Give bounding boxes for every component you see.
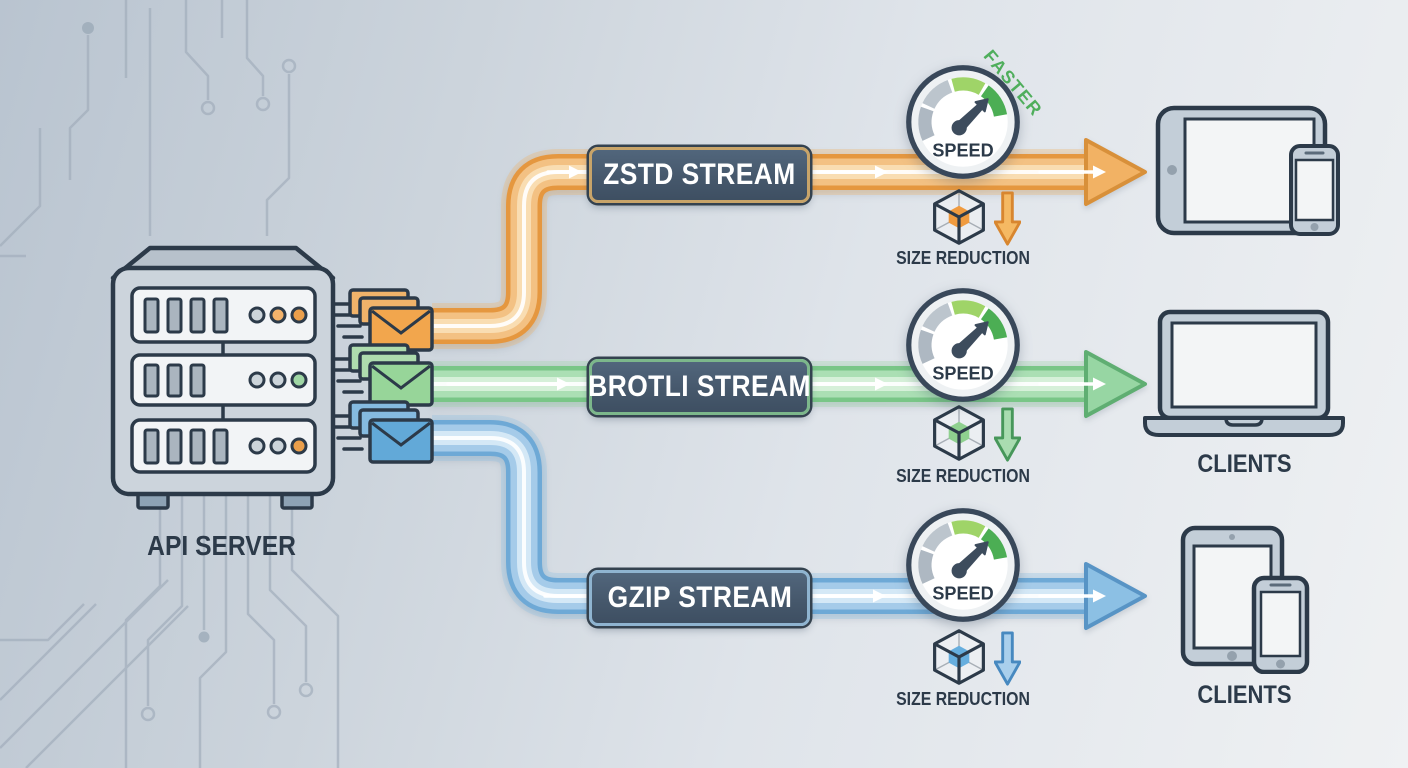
- server-label: API SERVER: [147, 530, 297, 561]
- gzip-speedometer-icon: SPEED: [906, 508, 1020, 622]
- gzip-down-arrow-icon: [994, 631, 1021, 686]
- clients-top-tablet-phone-icon: [1155, 105, 1340, 236]
- gzip-envelope-stack-icon: [332, 400, 434, 464]
- svg-text:SPEED: SPEED: [932, 140, 993, 160]
- clients-middle-label: CLIENTS: [1196, 450, 1292, 478]
- brotli-speedometer-icon: SPEED: [906, 288, 1020, 402]
- zstd-size-reduction-label: SIZE REDUCTION: [896, 248, 1030, 268]
- brotli-stream-label: BROTLI STREAM: [588, 359, 810, 415]
- gzip-size-reduction-label: SIZE REDUCTION: [896, 689, 1030, 709]
- brotli-down-arrow-icon: [994, 407, 1021, 462]
- gzip-stream-label: GZIP STREAM: [589, 570, 810, 626]
- zstd-down-arrow-icon: [994, 191, 1021, 246]
- zstd-speedometer-icon: SPEED: [906, 65, 1020, 179]
- zstd-envelope-stack-icon: [332, 288, 434, 352]
- clients-bottom-tablet-phone-icon: [1180, 525, 1310, 674]
- zstd-stream-label: ZSTD STREAM: [589, 147, 810, 203]
- server-rack-icon: [110, 245, 336, 510]
- zstd-compressed-cube-icon: [933, 189, 985, 245]
- clients-bottom-label: CLIENTS: [1196, 681, 1292, 709]
- gzip-compressed-cube-icon: [933, 629, 985, 685]
- svg-text:SPEED: SPEED: [932, 363, 993, 383]
- brotli-envelope-stack-icon: [332, 343, 434, 407]
- svg-text:SPEED: SPEED: [932, 583, 993, 603]
- clients-laptop-icon: [1143, 309, 1345, 437]
- brotli-compressed-cube-icon: [933, 405, 985, 461]
- brotli-size-reduction-label: SIZE REDUCTION: [896, 466, 1030, 486]
